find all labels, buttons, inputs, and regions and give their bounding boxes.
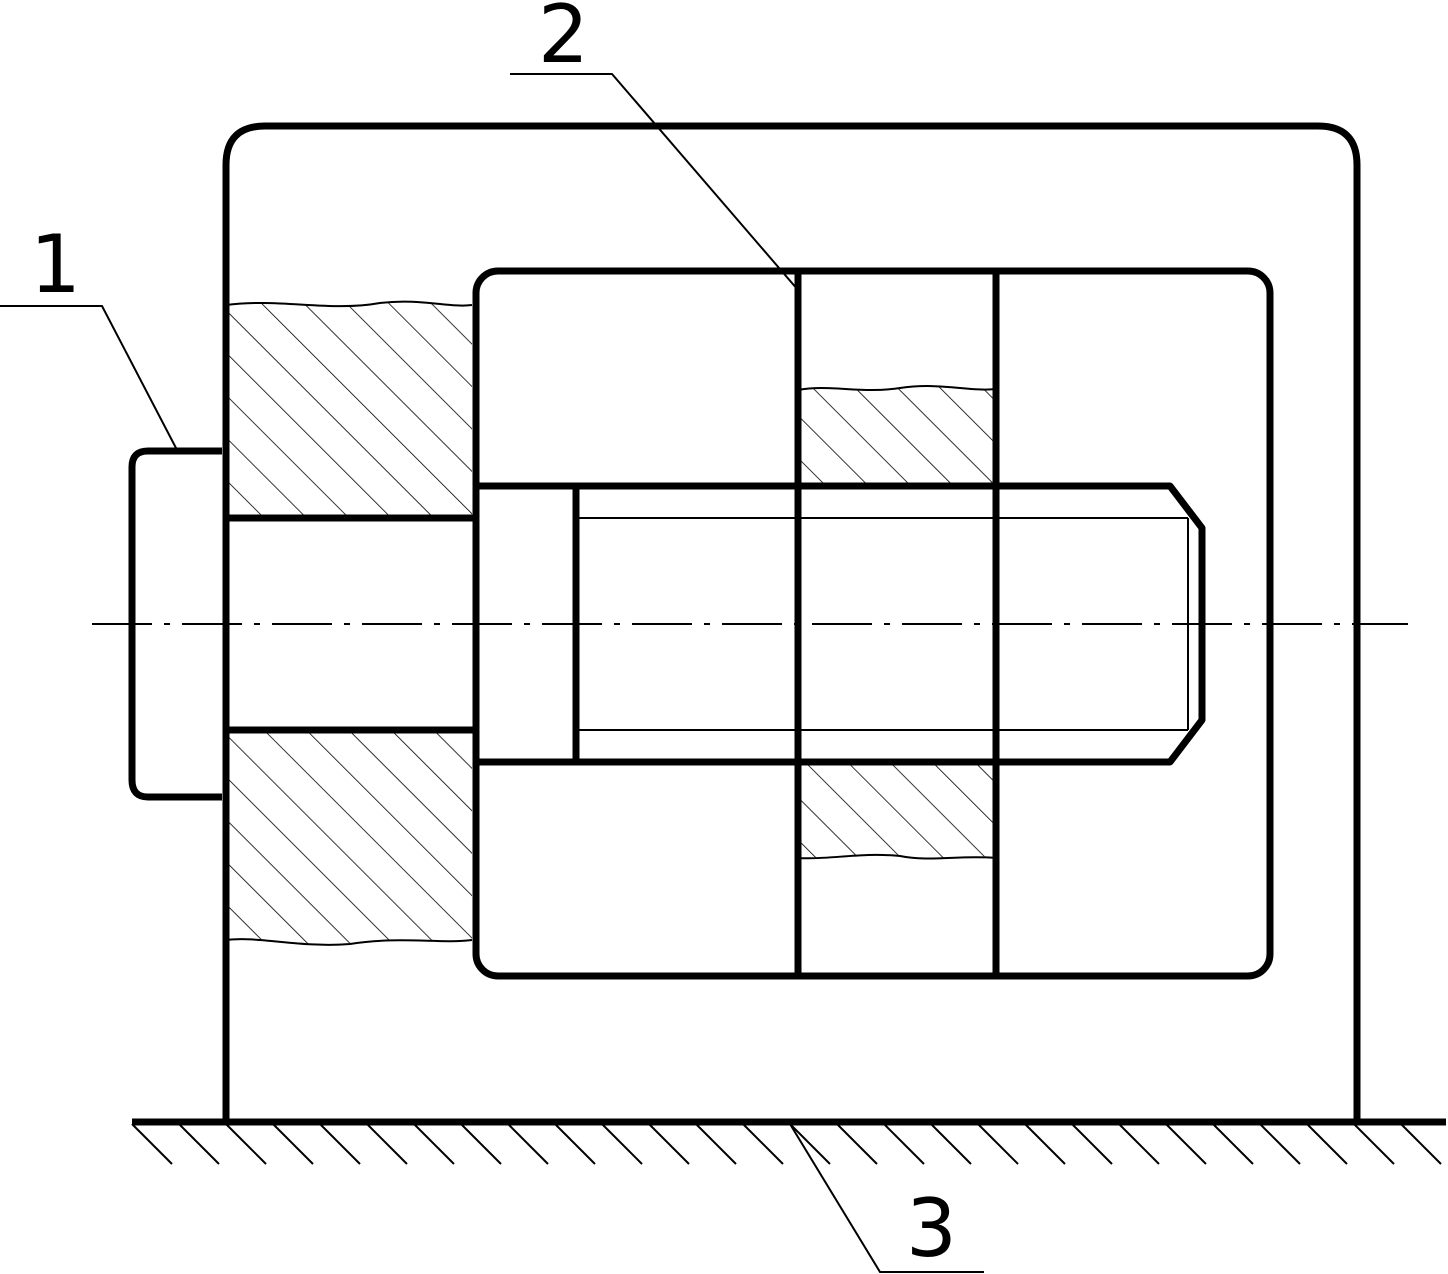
- callout-label-1: 1: [30, 218, 81, 311]
- ground-hatch-tick: [1306, 1123, 1348, 1165]
- nut-section-upper: [798, 386, 996, 484]
- housing-section-upper-edge: [225, 300, 473, 308]
- ground-hatch-tick: [930, 1123, 972, 1165]
- nut-section-lower-edge: [797, 853, 997, 860]
- housing-section-lower-edge: [225, 938, 473, 946]
- housing-section-upper: [226, 301, 472, 518]
- ground-hatch-tick: [836, 1123, 878, 1165]
- ground-hatch-tick: [789, 1123, 831, 1165]
- ground-hatch-tick: [1259, 1123, 1301, 1165]
- housing-section-lower: [226, 730, 472, 945]
- ground-hatch-tick: [648, 1123, 690, 1165]
- ground-hatch-tick: [178, 1123, 220, 1165]
- ground-hatch-tick: [883, 1123, 925, 1165]
- ground-hatch-tick: [507, 1123, 549, 1165]
- ground-hatch-tick: [460, 1123, 502, 1165]
- housing-frame: [222, 122, 1361, 1120]
- ground-hatch-tick: [1024, 1123, 1066, 1165]
- ground-hatch-tick: [695, 1123, 737, 1165]
- leader-line-3: [789, 1123, 984, 1273]
- ground-hatch-tick: [131, 1123, 173, 1165]
- nut-section-lower: [798, 764, 996, 859]
- ground-hatch-tick: [977, 1123, 1019, 1165]
- ground-hatch-tick: [554, 1123, 596, 1165]
- leader-line-1: [0, 305, 177, 449]
- ground-hatch-tick: [1353, 1123, 1395, 1165]
- nut-section-upper-edge: [797, 385, 997, 391]
- ground-hatch-tick: [742, 1123, 784, 1165]
- ground-hatch-tick: [1212, 1123, 1254, 1165]
- ground-hatching: [131, 1123, 1442, 1165]
- ground-hatch-tick: [413, 1123, 455, 1165]
- callout-label-2: 2: [538, 0, 589, 81]
- ground-hatch-tick: [225, 1123, 267, 1165]
- ground-hatch-tick: [1165, 1123, 1207, 1165]
- leader-line-2: [510, 73, 799, 291]
- ground-hatch-tick: [272, 1123, 314, 1165]
- callout-label-3: 3: [906, 1182, 957, 1274]
- ground-hatch-tick: [1071, 1123, 1113, 1165]
- ground-hatch-tick: [1400, 1123, 1442, 1165]
- ground-hatch-tick: [366, 1123, 408, 1165]
- ground-hatch-tick: [319, 1123, 361, 1165]
- ground-hatch-tick: [1118, 1123, 1160, 1165]
- ground-hatch-tick: [601, 1123, 643, 1165]
